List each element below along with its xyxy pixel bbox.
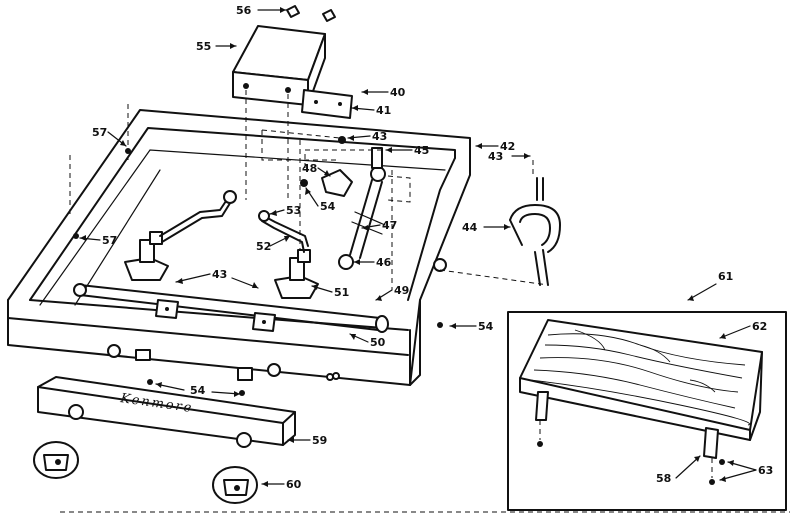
callout-52: 52: [256, 240, 271, 253]
callout-50: 50: [370, 336, 386, 349]
callout-43-top: 43: [372, 130, 387, 143]
callout-48: 48: [302, 162, 317, 175]
knob-panel: Kenmore: [37, 376, 296, 448]
callout-57-left: 57: [102, 234, 117, 247]
valve-left: [124, 190, 237, 281]
knob-right: [212, 466, 258, 504]
leader-lines: [79, 7, 757, 487]
support-ring: [439, 160, 561, 286]
callout-62: 62: [752, 320, 767, 333]
valve-center: [258, 210, 319, 299]
pilot-assembly: [300, 136, 411, 270]
callout-42: 42: [500, 140, 515, 153]
callout-63: 63: [758, 464, 773, 477]
knob-left: [33, 441, 79, 479]
callout-46: 46: [376, 256, 392, 269]
burner-tube: [73, 283, 389, 333]
callout-54-bottom: 54: [190, 384, 206, 397]
callout-41: 41: [376, 104, 391, 117]
callout-56: 56: [236, 4, 252, 17]
callout-44: 44: [462, 221, 478, 234]
callout-54-top: 54: [320, 200, 336, 213]
callout-61: 61: [718, 270, 733, 283]
callout-49: 49: [394, 284, 409, 297]
callout-45: 45: [414, 144, 429, 157]
bracket: [261, 89, 353, 161]
callout-60: 60: [286, 478, 302, 491]
callout-57-top: 57: [92, 126, 107, 139]
callout-43-right: 43: [488, 150, 503, 163]
valve-stems: [135, 322, 443, 396]
shelf-inset: [507, 311, 787, 511]
callout-40: 40: [390, 86, 406, 99]
callout-54-right: 54: [478, 320, 494, 333]
callout-labels: 56 55 40 41 43 42 57 45 43 48 53 54 44 4…: [92, 4, 773, 491]
callout-47: 47: [382, 219, 397, 232]
base-pan: [7, 104, 471, 386]
callout-51: 51: [334, 286, 349, 299]
callout-58: 58: [656, 472, 671, 485]
callout-43-center: 43: [212, 268, 227, 281]
callout-53: 53: [286, 204, 301, 217]
callout-59: 59: [312, 434, 327, 447]
callout-55: 55: [196, 40, 211, 53]
